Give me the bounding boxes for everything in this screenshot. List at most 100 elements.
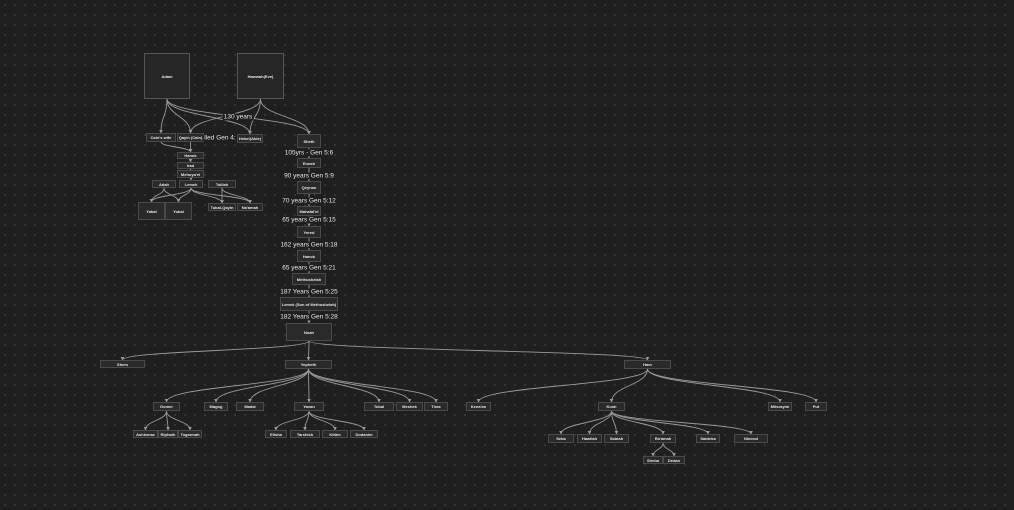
edge-ham-to-kush xyxy=(609,368,648,403)
node-elisha[interactable]: Elisha xyxy=(265,430,287,438)
node-togarmah[interactable]: Togarmah xyxy=(178,430,202,438)
edge-ham-to-put xyxy=(647,368,818,403)
node-shem[interactable]: Shem xyxy=(100,360,145,368)
node-hawilah[interactable]: Hawilah xyxy=(577,434,602,443)
node-tubal-qayin[interactable]: Tubal-Qayin xyxy=(208,203,236,211)
node-dodanim[interactable]: Dodanim xyxy=(350,430,378,438)
edge-label-enosh-qeynan: 90 years Gen 5:9 xyxy=(283,172,335,180)
edge-yepheth-to-yavan xyxy=(307,368,311,403)
edge-kush-to-raamah xyxy=(611,410,665,435)
edge-cains-wife-to-hanok-cain xyxy=(160,141,193,153)
edge-noah-to-shem xyxy=(120,340,310,361)
node-hebel[interactable]: Hebel(Able) xyxy=(237,134,263,143)
edge-adam-to-cains-wife xyxy=(159,98,168,134)
node-tiras[interactable]: Tiras xyxy=(424,402,448,411)
node-sabtah[interactable]: Sabtah xyxy=(604,434,629,443)
edge-yavan-to-dodanim xyxy=(308,410,366,431)
node-lemek-cain[interactable]: Lemek xyxy=(179,180,203,188)
edge-label-sheth-enosh: 105yrs - Gen 5:6 xyxy=(283,149,335,157)
node-tarshish[interactable]: Tarshish xyxy=(290,430,320,438)
node-put[interactable]: Put xyxy=(805,402,827,411)
node-magog[interactable]: Magog xyxy=(204,402,228,411)
edge-adam-to-qayin xyxy=(166,98,193,134)
node-naamah[interactable]: Na'amah xyxy=(237,203,263,211)
node-raamah[interactable]: Ra'amah xyxy=(650,434,676,443)
edge-label-methushelah-lemek: 187 Years Gen 5:25 xyxy=(279,288,339,296)
edge-gomer-to-togarmah xyxy=(166,410,192,431)
edge-adam-to-hebel xyxy=(166,98,252,135)
node-enosh[interactable]: Enosh xyxy=(297,158,321,168)
edge-label-yered-hanok: 162 years Gen 5:18 xyxy=(279,241,339,249)
edge-yavan-to-tarshish xyxy=(303,410,310,431)
node-kush[interactable]: Kush xyxy=(598,402,625,411)
edge-gomer-to-ashkenaz xyxy=(143,410,167,431)
edge-hawwah-to-hebel xyxy=(248,98,261,135)
node-noah[interactable]: Noah xyxy=(286,323,332,341)
node-riphath[interactable]: Riphath xyxy=(158,430,178,438)
edge-yepheth-to-tiras xyxy=(308,368,438,403)
node-madai[interactable]: Madai xyxy=(236,402,264,411)
edge-mehujael-to-lemek-cain xyxy=(189,176,193,181)
node-sheth[interactable]: Sheth xyxy=(297,134,321,148)
node-yubal[interactable]: Yubal xyxy=(165,202,192,220)
node-ashkenaz[interactable]: Ashkenaz xyxy=(133,430,158,438)
edge-kush-to-seba xyxy=(559,410,612,435)
edge-yepheth-to-magog xyxy=(214,368,309,403)
edge-yepheth-to-meshek xyxy=(308,368,412,403)
node-yered[interactable]: Yered xyxy=(297,226,321,238)
edge-label-killed: lled Gen 4: xyxy=(203,134,237,142)
edge-tsillah-to-naamah xyxy=(221,187,252,204)
node-irad[interactable]: Irad xyxy=(177,162,204,169)
node-mahalalel[interactable]: Mahalal'el xyxy=(297,206,321,216)
edge-noah-to-yepheth xyxy=(306,340,311,361)
edge-noah-to-ham xyxy=(308,340,650,361)
node-yepheth[interactable]: Yepheth xyxy=(285,360,332,369)
edge-lemek-cain-to-yubal xyxy=(176,187,192,203)
node-adah[interactable]: Adah xyxy=(152,180,176,188)
edge-label-hanok-methushelah: 65 years Gen 5:21 xyxy=(281,264,337,272)
node-tubal[interactable]: Tubal xyxy=(364,402,394,411)
node-kittim[interactable]: Kittim xyxy=(322,430,348,438)
node-cains-wife[interactable]: Cain's wife xyxy=(146,133,176,142)
node-dedan[interactable]: Dedan xyxy=(663,456,685,464)
node-qeynan[interactable]: Qeynan xyxy=(297,181,321,194)
node-tsillah[interactable]: Tsillah xyxy=(208,180,236,188)
edge-yavan-to-kittim xyxy=(308,410,337,431)
edge-yepheth-to-madai xyxy=(248,368,309,403)
edge-yavan-to-elisha xyxy=(274,410,310,431)
node-adam[interactable]: Adam xyxy=(144,53,190,99)
edge-yepheth-to-gomer xyxy=(164,368,309,403)
node-yabal[interactable]: Yabal xyxy=(138,202,165,220)
edge-kush-to-nimrod xyxy=(611,410,753,435)
edge-yepheth-to-tubal xyxy=(308,368,381,403)
node-hanok-sheth[interactable]: Hanok xyxy=(297,250,321,262)
edge-ham-to-kenaan xyxy=(476,368,648,403)
node-hawwah[interactable]: Hawwah(Eve) xyxy=(237,53,284,99)
edge-hawwah-to-sheth xyxy=(260,98,311,135)
node-methushelah[interactable]: Methushelah xyxy=(292,273,326,285)
edge-raamah-to-dedan xyxy=(662,442,676,457)
node-gomer[interactable]: Gomer xyxy=(153,402,180,411)
node-hanok-cain[interactable]: Hanok xyxy=(177,152,204,159)
edge-label-qeynan-mahalalel: 70 years Gen 5:12 xyxy=(281,197,337,205)
node-mehujael[interactable]: Mehuya'el xyxy=(177,170,204,178)
node-sheba[interactable]: Sheba xyxy=(643,456,663,464)
node-lemek-son[interactable]: Lemek (Son of Methushelah) xyxy=(280,297,338,311)
edge-label-mahalalel-yered: 65 years Gen 5:15 xyxy=(281,216,337,224)
node-kenaan[interactable]: Kena'an xyxy=(466,402,491,411)
node-yavan[interactable]: Yavan xyxy=(294,402,324,411)
edge-label-130-years: 130 years xyxy=(222,113,254,121)
node-nimrod[interactable]: Nimrod xyxy=(734,434,768,443)
node-meshek[interactable]: Meshek xyxy=(396,402,423,411)
edge-kush-to-sabteka xyxy=(611,410,710,435)
node-sabteka[interactable]: Sabteka xyxy=(696,434,720,443)
node-mitsrayim[interactable]: Mitsrayim xyxy=(768,402,792,411)
node-qayin[interactable]: Qayin (Cain) xyxy=(177,133,204,142)
edge-raamah-to-sheba xyxy=(651,442,664,457)
edge-label-lemek-noah: 182 Years Gen 5:28 xyxy=(279,313,339,321)
edge-kush-to-hawilah xyxy=(587,410,612,435)
node-seba[interactable]: Seba xyxy=(548,434,574,443)
node-ham[interactable]: Ham xyxy=(624,360,671,369)
